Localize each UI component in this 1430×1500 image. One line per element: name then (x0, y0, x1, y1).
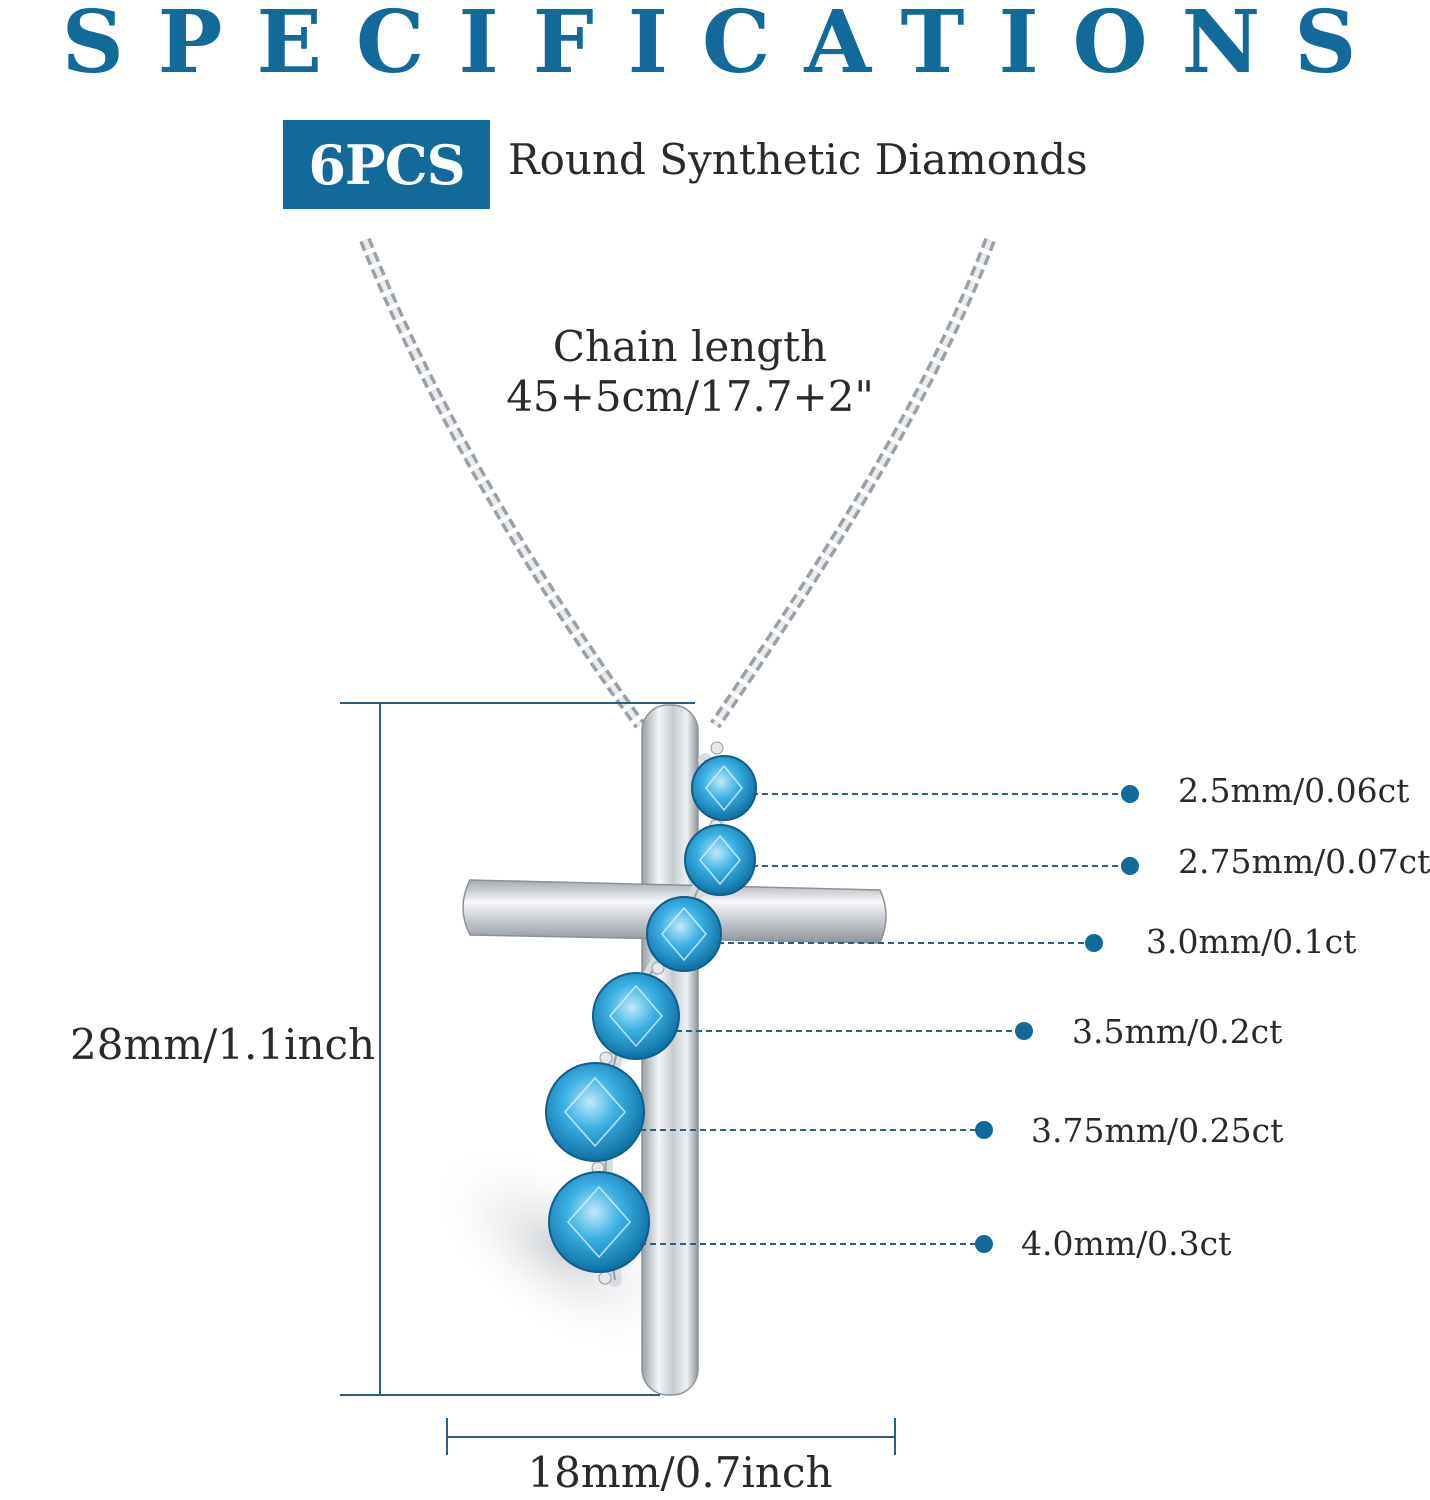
page-title: SPECIFICATIONS (61, 0, 1391, 93)
leader-dot-4 (1015, 1022, 1033, 1040)
height-dimension-line (340, 702, 695, 1396)
width-dimension-line (446, 1418, 896, 1455)
stone-spec-5: 3.75mm/0.25ct (1031, 1111, 1284, 1150)
leader-dot-3 (1085, 934, 1103, 952)
chain-left (359, 237, 645, 729)
chain-length-label: Chain length 45+5cm/17.7+2" (490, 322, 890, 422)
stone-spec-1: 2.5mm/0.06ct (1178, 771, 1410, 810)
stone-type-caption: Round Synthetic Diamonds (508, 135, 1088, 184)
gem-6 (548, 1171, 650, 1273)
gem-1 (691, 755, 757, 821)
stone-spec-4: 3.5mm/0.2ct (1072, 1012, 1283, 1051)
leader-dot-1 (1121, 785, 1139, 803)
gem-3 (646, 896, 722, 972)
stone-spec-6: 4.0mm/0.3ct (1021, 1224, 1232, 1263)
leader-dot-6 (975, 1235, 993, 1253)
chain-length-title: Chain length (552, 322, 828, 371)
width-dimension-label: 18mm/0.7inch (527, 1448, 833, 1497)
height-dimension-label: 28mm/1.1inch (70, 1020, 376, 1069)
leader-dot-2 (1121, 857, 1139, 875)
gem-2 (684, 824, 756, 896)
chain-right (710, 237, 996, 729)
stone-spec-3: 3.0mm/0.1ct (1146, 922, 1357, 961)
stone-count-badge: 6PCS (283, 120, 490, 209)
gem-5 (545, 1062, 645, 1162)
gem-4 (592, 972, 680, 1060)
stone-spec-2: 2.75mm/0.07ct (1178, 842, 1430, 881)
leader-dot-5 (975, 1121, 993, 1139)
chain-length-value: 45+5cm/17.7+2" (506, 372, 874, 421)
